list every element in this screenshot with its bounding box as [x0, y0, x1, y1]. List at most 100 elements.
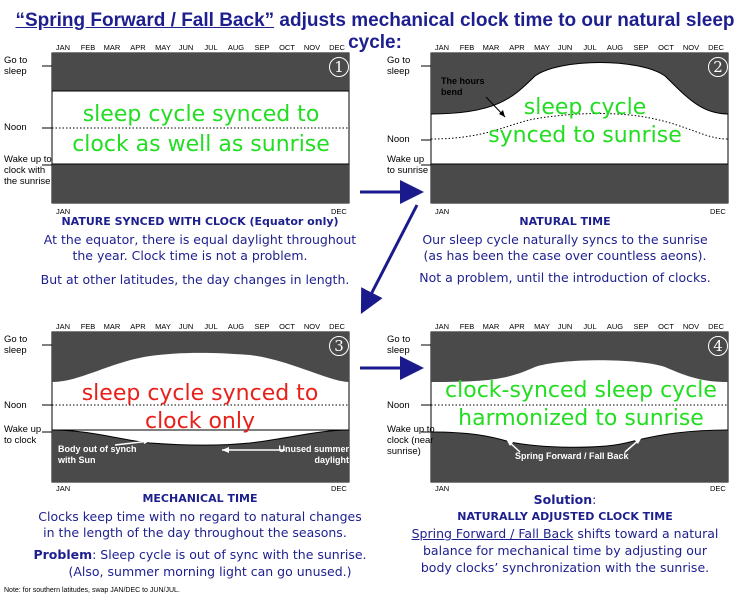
caption-line: But at other latitudes, the day changes … — [40, 272, 350, 287]
label-wake: Wake up to sunrise — [387, 154, 429, 176]
month-label: APR — [509, 322, 525, 331]
month-label: MAR — [482, 43, 500, 52]
month-label: MAY — [155, 322, 171, 331]
panel-number: 3 — [329, 336, 349, 356]
month-label: FEB — [459, 43, 475, 52]
night-top — [431, 332, 728, 382]
caption-heading: NATURALLY ADJUSTED CLOCK TIME — [457, 510, 673, 523]
bend-label: The hours bend — [441, 76, 485, 97]
month-label: OCT — [279, 43, 295, 52]
spring-forward-label: Spring Forward / Fall Back — [515, 451, 629, 461]
month-label: JUL — [583, 322, 597, 331]
month-label: DEC — [708, 43, 724, 52]
caption-line: At the equator, there is equal daylight … — [43, 232, 357, 247]
axis-end: DEC — [331, 484, 347, 493]
caption-line: Our sleep cycle naturally syncs to the s… — [422, 232, 708, 247]
panel-number: 2 — [708, 57, 728, 77]
month-label: APR — [509, 43, 525, 52]
big-text: clock-synced sleep cycle harmonized to s… — [445, 378, 717, 431]
caption-heading: NATURAL TIME — [519, 215, 611, 228]
month-label: JAN — [434, 322, 450, 331]
night-bottom — [52, 164, 349, 203]
panel-number: 1 — [329, 57, 349, 77]
arrow-diagonal — [360, 204, 419, 315]
caption-line: Not a problem, until the introduction of… — [419, 270, 711, 285]
month-label: DEC — [329, 43, 345, 52]
month-label: JAN — [434, 43, 450, 52]
night-bottom — [431, 164, 728, 203]
axis-start: JAN — [435, 207, 450, 216]
solution-label: Solution — [533, 492, 593, 507]
month-label: SEP — [254, 322, 270, 331]
caption-line-1: Spring Forward / Fall Back shifts toward… — [380, 526, 750, 542]
month-label: JUN — [178, 43, 194, 52]
month-label: APR — [130, 43, 146, 52]
body-out-label: Body out of synch with Sun — [58, 444, 137, 465]
month-label: OCT — [658, 43, 674, 52]
sunrise-curve — [51, 429, 350, 446]
month-label: MAR — [103, 322, 121, 331]
month-label: NOV — [303, 322, 321, 331]
caption-line: body clocks’ synchronization with the su… — [420, 560, 710, 575]
solution-colon: : — [592, 492, 597, 507]
label-noon: Noon — [387, 134, 410, 145]
month-label: MAR — [103, 43, 121, 52]
month-row: JAN FEB MAR APR MAY JUN JUL AUG SEP OCT … — [434, 322, 731, 332]
month-label: SEP — [633, 322, 649, 331]
label-sleep: Go to sleep — [387, 55, 411, 77]
footnote: Note: for southern latitudes, swap JAN/D… — [4, 587, 180, 594]
label-noon: Noon — [4, 122, 27, 133]
month-label: SEP — [254, 43, 270, 52]
axis-start: JAN — [435, 484, 450, 493]
axis-start: JAN — [56, 207, 71, 216]
caption-line: the year. Clock time is not a problem. — [72, 248, 308, 263]
month-label: FEB — [80, 43, 96, 52]
axis-end: DEC — [710, 207, 726, 216]
month-label: MAR — [482, 322, 500, 331]
night-bottom — [431, 430, 728, 482]
month-label: JUL — [204, 43, 218, 52]
month-label: OCT — [658, 322, 674, 331]
caption-line: shifts toward a natural — [573, 526, 719, 541]
month-row: JAN FEB MAR APR MAY JUN JUL AUG SEP OCT … — [434, 43, 731, 53]
month-label: JUL — [204, 322, 218, 331]
big-text: sleep cycle synced to clock only — [81, 381, 319, 434]
label-sleep: Go to sleep — [387, 334, 411, 356]
big-text: sleep cycle synced to sunrise — [488, 95, 682, 148]
label-wake: Wake up to clock — [4, 424, 42, 446]
month-label: MAY — [155, 43, 171, 52]
axis-end: DEC — [710, 484, 726, 493]
problem-text: : Sleep cycle is out of sync with the su… — [92, 547, 367, 562]
month-label: AUG — [606, 322, 624, 331]
night-top — [431, 53, 728, 114]
month-label: DEC — [329, 322, 345, 331]
month-label: JAN — [55, 43, 71, 52]
month-label: AUG — [227, 43, 245, 52]
panel-number: 4 — [708, 336, 728, 356]
caption-link[interactable]: Spring Forward / Fall Back — [411, 526, 574, 541]
month-label: AUG — [606, 43, 624, 52]
month-label: NOV — [682, 322, 700, 331]
month-label: APR — [130, 322, 146, 331]
night-top — [52, 332, 349, 382]
label-wake: Wake up to clock with the sunrise — [4, 154, 52, 187]
month-label: JAN — [55, 322, 71, 331]
month-label: JUN — [557, 322, 573, 331]
axis-start: JAN — [56, 484, 71, 493]
solution-line: Solution: — [380, 492, 750, 507]
month-label: JUN — [557, 43, 573, 52]
problem-label: Problem — [33, 547, 93, 562]
month-label: NOV — [303, 43, 321, 52]
unused-daylight-label: Unused summer daylight — [278, 444, 349, 465]
month-row: JAN FEB MAR APR MAY JUN JUL AUG SEP OCT … — [55, 322, 350, 332]
title-rest: adjusts mechanical clock time to our nat… — [274, 10, 735, 53]
caption-line: in the length of the day throughout the … — [43, 525, 347, 540]
month-label: JUN — [178, 322, 194, 331]
caption-line: Clocks keep time with no regard to natur… — [38, 509, 362, 524]
month-label: SEP — [633, 43, 649, 52]
month-label: MAY — [534, 43, 550, 52]
